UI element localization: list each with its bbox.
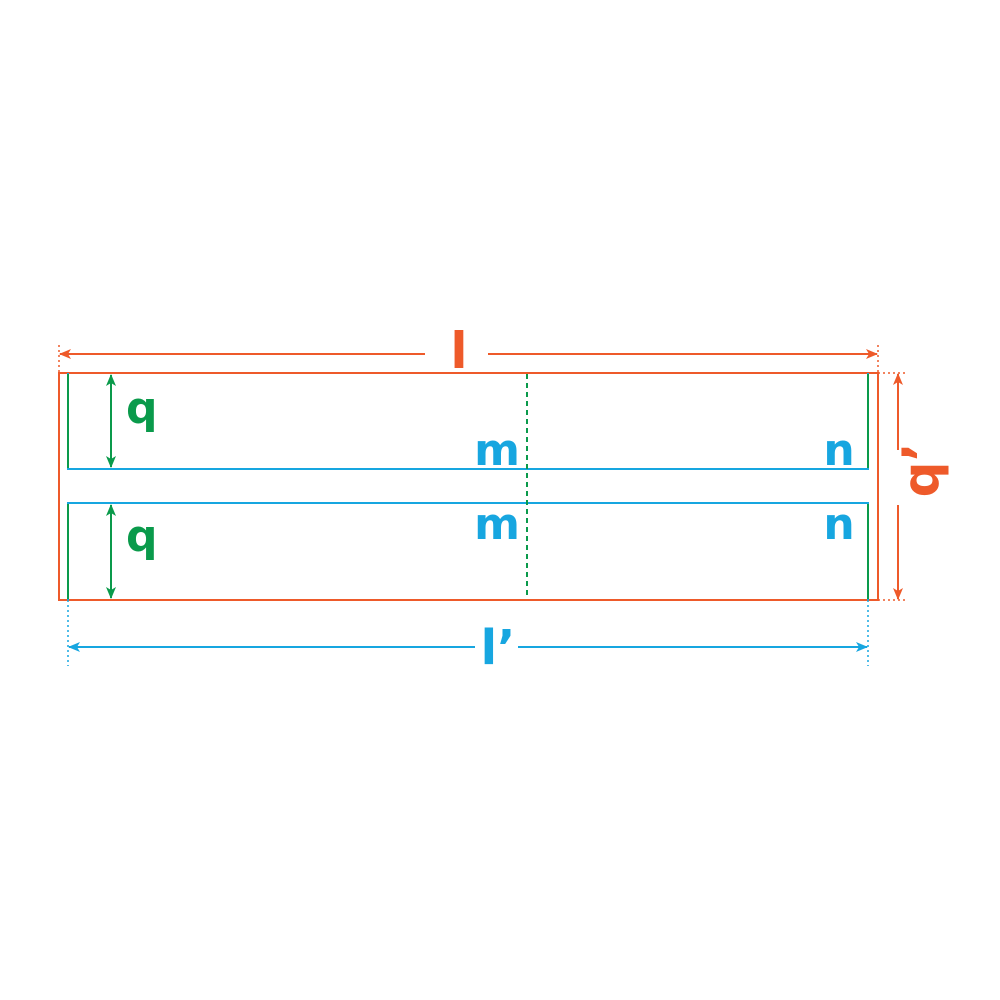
upper-point-n-label: n	[823, 425, 854, 476]
outer-height-label: q’	[892, 443, 950, 498]
upper-strip-outline	[67, 373, 869, 470]
lower-strip-outline	[67, 502, 869, 600]
lower-point-m-label: m	[474, 499, 520, 550]
lower-strip-height-label: q	[126, 511, 158, 562]
upper-strip-height-label: q	[126, 383, 158, 434]
upper-point-m-label: m	[474, 425, 520, 476]
outer-length-label: l	[450, 322, 467, 380]
inner-length-label: l’	[481, 620, 516, 676]
lower-point-n-label: n	[823, 499, 854, 550]
outer-rectangle	[58, 372, 879, 601]
